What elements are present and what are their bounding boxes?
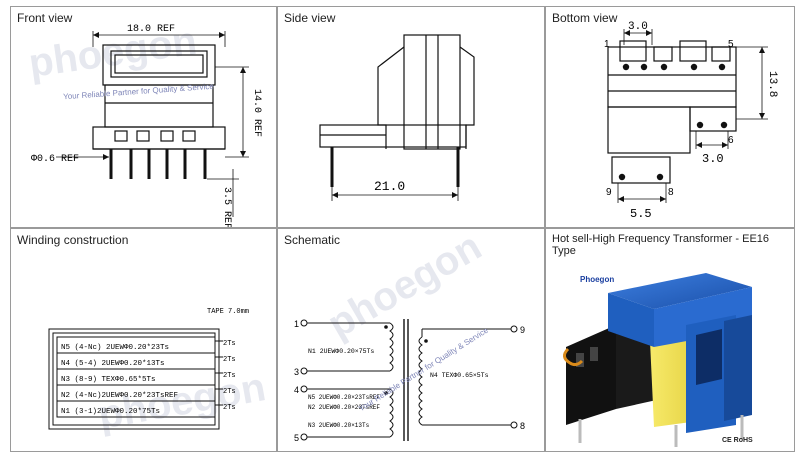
dim-pitch-top-label: 3.0 bbox=[628, 21, 648, 33]
tape-label: TAPE 7.0mm bbox=[207, 308, 249, 316]
layer-2-tape: 2Ts bbox=[223, 388, 236, 396]
winding-n5-label: N5 2UEWΦ0.20×23TsREF bbox=[308, 394, 380, 401]
winding-n4-label: N4 TEXΦ0.65×5Ts bbox=[430, 372, 489, 379]
side-view-panel: 21.0 Side view bbox=[277, 6, 545, 228]
front-view-title: Front view bbox=[17, 11, 73, 25]
pin-1-label: 1 bbox=[294, 319, 299, 329]
pin-5-label: 5 bbox=[294, 433, 299, 443]
pin-6-label: 6 bbox=[728, 135, 734, 146]
pin-8-label: 8 bbox=[520, 421, 525, 431]
side-view-title: Side view bbox=[284, 11, 336, 25]
dim-pitch-right-label: 3.0 bbox=[702, 152, 724, 166]
pin-4-label: 4 bbox=[294, 385, 299, 395]
pin-8-label: 8 bbox=[668, 187, 674, 198]
dim-pitch-bottom-label: 5.5 bbox=[630, 207, 652, 221]
layer-3-tape: 2Ts bbox=[223, 372, 236, 380]
layer-5-tape: 2Ts bbox=[223, 340, 236, 348]
dim-length-label: 21.0 bbox=[374, 179, 405, 194]
pin-9-label: 9 bbox=[520, 325, 525, 335]
winding-construction-title: Winding construction bbox=[17, 233, 129, 247]
product-photo-panel: Hot sell-High Frequency Transformer - EE… bbox=[545, 228, 795, 452]
pin-5-label: 5 bbox=[728, 39, 734, 50]
layer-1-tape: 2Ts bbox=[223, 404, 236, 412]
layer-4-text: N4 (5-4) 2UEWΦ0.20*13Ts bbox=[61, 360, 165, 368]
dim-pin-length-label: 3.5 REF bbox=[221, 187, 232, 228]
side-view-drawing: 21.0 bbox=[319, 34, 475, 201]
winding-n1-label: N1 2UEWΦ0.20×75Ts bbox=[308, 348, 374, 355]
dim-height-label: 13.8 bbox=[766, 71, 778, 97]
pin-9-label: 9 bbox=[606, 187, 612, 198]
front-view-drawing: phoegon bbox=[26, 19, 262, 228]
transformer-illustration bbox=[563, 273, 752, 447]
product-photo-title: Hot sell-High Frequency Transformer - EE… bbox=[552, 233, 770, 257]
dim-width-label: 18.0 REF bbox=[127, 24, 175, 35]
winding-drawing: phoegon TAPE 7.0mm N5 (4-Nc) 2UEWΦ0.20*2… bbox=[48, 308, 269, 438]
schematic-title: Schematic bbox=[284, 233, 341, 247]
layer-5-text: N5 (4-Nc) 2UEWΦ0.20*23Ts bbox=[61, 344, 169, 352]
winding-n2-label: N2 2UEWΦ0.20×23TsREF bbox=[308, 404, 380, 411]
front-view-panel: phoegon bbox=[10, 6, 277, 228]
bottom-view-title: Bottom view bbox=[552, 11, 618, 25]
winding-construction-panel: phoegon TAPE 7.0mm N5 (4-Nc) 2UEWΦ0.20*2… bbox=[10, 228, 277, 452]
dim-height-label: 14.0 REF bbox=[251, 89, 262, 137]
pin-3-label: 3 bbox=[294, 367, 299, 377]
schematic-drawing: phoegon bbox=[294, 229, 525, 443]
layer-4-tape: 2Ts bbox=[223, 356, 236, 364]
pin-1-label: 1 bbox=[604, 39, 610, 50]
schematic-panel: phoegon bbox=[277, 228, 545, 452]
layer-2-text: N2 (4-Nc)2UEWΦ0.20*23TsREF bbox=[61, 392, 178, 400]
layer-3-text: N3 (8-9) TEXΦ0.65*5Ts bbox=[61, 376, 156, 384]
bottom-view-drawing: 3.0 13.8 3.0 5.5 1 5 6 8 9 bbox=[604, 21, 778, 221]
bottom-view-panel: 3.0 13.8 3.0 5.5 1 5 6 8 9 Bottom view bbox=[545, 6, 795, 228]
dim-pin-diameter-label: Φ0.6 REF bbox=[31, 154, 79, 165]
winding-n3-label: N3 2UEWΦ0.20×13Ts bbox=[308, 422, 370, 429]
brand-logo: Phoegon bbox=[580, 275, 615, 284]
layer-1-text: N1 (3-1)2UEWΦ0.20*75Ts bbox=[61, 408, 160, 416]
certification-marks: CE RoHS bbox=[722, 437, 753, 444]
